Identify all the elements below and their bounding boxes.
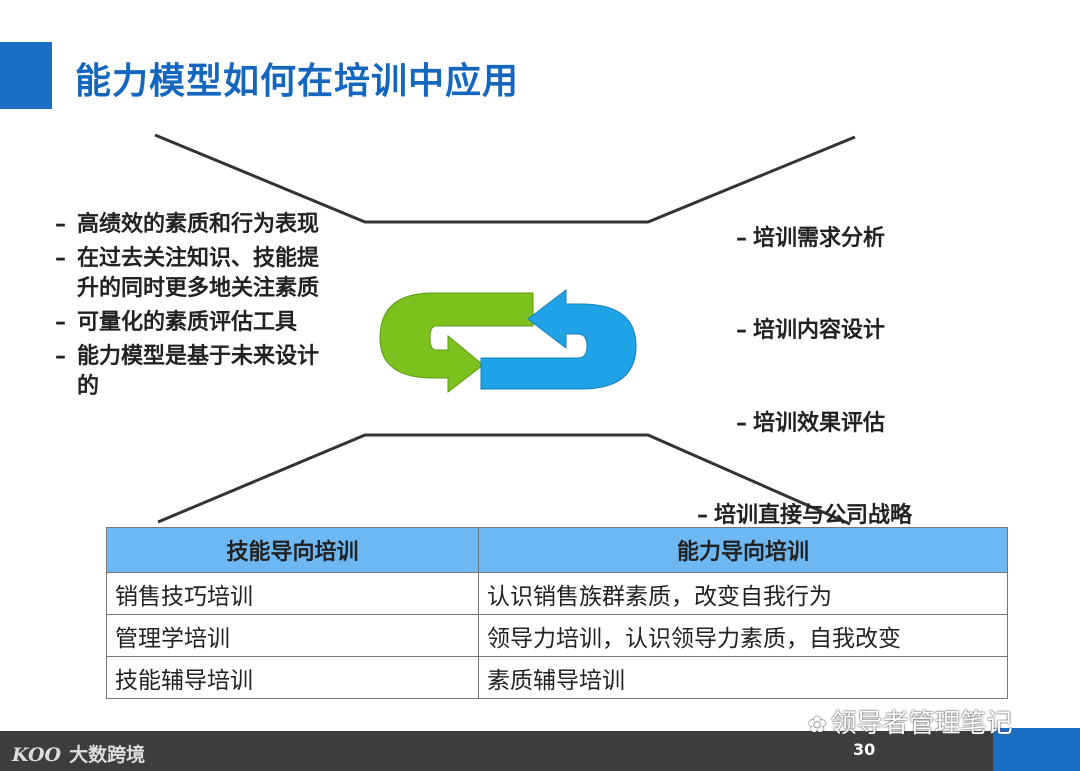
bullet-dash: – bbox=[55, 212, 66, 237]
right-bullet-item: –培训效果评估 bbox=[736, 405, 885, 437]
right-bullet-item: –培训内容设计 bbox=[736, 312, 885, 344]
left-bullet-list: – 高绩效的素质和行为表现 – 在过去关注知识、技能提升的同时更多地关注素质 –… bbox=[55, 210, 325, 406]
bullet-dash: – bbox=[697, 503, 708, 528]
right-bullet-item: –培训直接与公司战略 bbox=[697, 497, 912, 529]
bullet-dash: – bbox=[736, 226, 747, 251]
comparison-table: 技能导向培训 能力导向培训 销售技巧培训 认识销售族群素质，改变自我行为 管理学… bbox=[106, 527, 1008, 699]
brand-name: 大数跨境 bbox=[69, 744, 146, 766]
left-bullet-item: – 可量化的素质评估工具 bbox=[55, 308, 325, 338]
table-header: 能力导向培训 bbox=[478, 527, 1008, 573]
bullet-dash: – bbox=[55, 246, 66, 271]
page-number: 30 bbox=[853, 740, 876, 759]
footer-accent bbox=[993, 728, 1080, 771]
table-row: 销售技巧培训 认识销售族群素质，改变自我行为 bbox=[106, 572, 1008, 615]
watermark: ✿领导者管理笔记 bbox=[808, 703, 1012, 740]
page-title: 能力模型如何在培训中应用 bbox=[75, 61, 520, 102]
table-header-row: 技能导向培训 能力导向培训 bbox=[106, 527, 1008, 573]
table-cell: 认识销售族群素质，改变自我行为 bbox=[478, 572, 1008, 615]
brand-logo-icon: KOO bbox=[12, 744, 62, 766]
table-cell: 领导力培训，认识领导力素质，自我改变 bbox=[478, 614, 1008, 657]
table-cell: 技能辅导培训 bbox=[106, 656, 479, 699]
bullet-text: 培训直接与公司战略 bbox=[714, 503, 913, 528]
title-accent-bar bbox=[0, 42, 52, 109]
right-bullet-item: –培训需求分析 bbox=[736, 220, 885, 252]
bullet-text: 高绩效的素质和行为表现 bbox=[77, 212, 320, 237]
table-row: 技能辅导培训 素质辅导培训 bbox=[106, 656, 1008, 699]
bullet-dash: – bbox=[736, 411, 747, 436]
top-funnel-line bbox=[154, 133, 856, 224]
bullet-text: 能力模型是基于未来设计的 bbox=[77, 344, 320, 399]
table-row: 管理学培训 领导力培训，认识领导力素质，自我改变 bbox=[106, 614, 1008, 657]
bullet-text: 培训效果评估 bbox=[753, 411, 886, 436]
left-bullet-item: – 高绩效的素质和行为表现 bbox=[55, 210, 325, 240]
left-bullet-item: – 在过去关注知识、技能提升的同时更多地关注素质 bbox=[55, 244, 325, 304]
wechat-icon: ✿ bbox=[808, 713, 827, 738]
footer-brand: KOO 大数跨境 bbox=[12, 740, 145, 767]
table-cell: 管理学培训 bbox=[106, 614, 479, 657]
watermark-text: 领导者管理笔记 bbox=[830, 709, 1013, 739]
bullet-dash: – bbox=[55, 310, 66, 335]
table-cell: 素质辅导培训 bbox=[478, 656, 1008, 699]
bullet-dash: – bbox=[736, 318, 747, 343]
blue-arrow-icon bbox=[480, 288, 637, 390]
bullet-text: 培训需求分析 bbox=[753, 226, 886, 251]
left-bullet-item: – 能力模型是基于未来设计的 bbox=[55, 342, 325, 402]
table-cell: 销售技巧培训 bbox=[106, 572, 479, 615]
bullet-text: 可量化的素质评估工具 bbox=[77, 310, 298, 335]
green-arrow-icon bbox=[379, 292, 534, 393]
footer-bar bbox=[0, 731, 1080, 771]
bullet-dash: – bbox=[55, 344, 66, 369]
bottom-funnel-line bbox=[157, 433, 851, 526]
bullet-text: 在过去关注知识、技能提升的同时更多地关注素质 bbox=[77, 246, 320, 301]
bullet-text: 培训内容设计 bbox=[753, 318, 886, 343]
cycle-arrows-icon bbox=[379, 288, 637, 393]
table-header: 技能导向培训 bbox=[106, 527, 479, 573]
